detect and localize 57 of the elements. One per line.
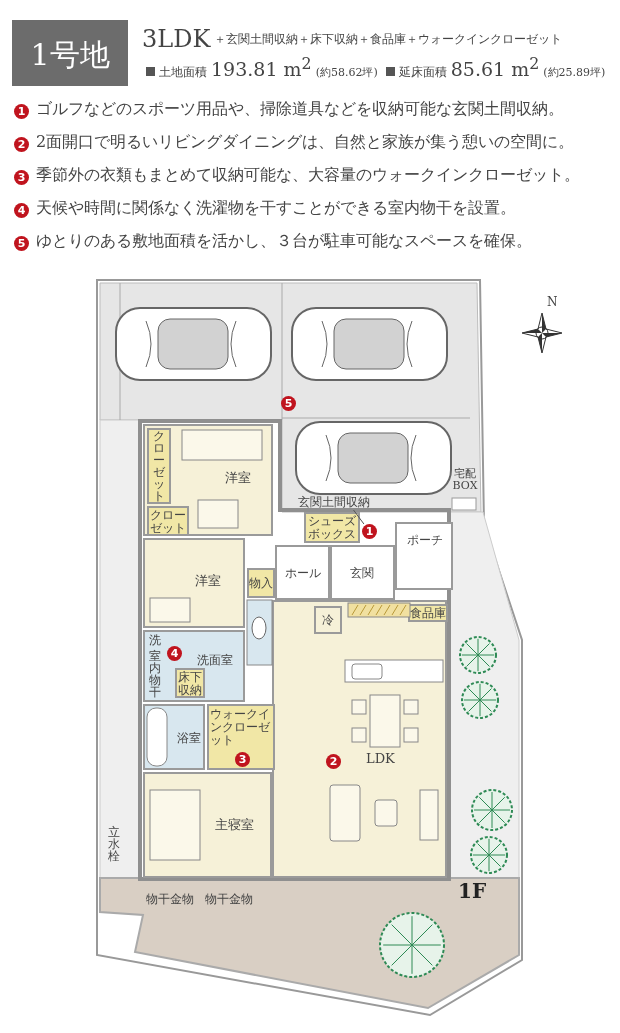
callout-number: 4 xyxy=(14,203,29,218)
callout-number: 5 xyxy=(14,236,29,251)
porch xyxy=(395,522,453,590)
area-note: (約58.62坪) xyxy=(315,65,378,81)
area-value: 193.81 m$^{2}$ xyxy=(211,54,312,81)
fixture-label: 物干金物 xyxy=(146,893,194,907)
room-label: LDK xyxy=(366,752,395,767)
floor-label: 1F xyxy=(458,880,487,902)
area-label: 土地面積 xyxy=(159,64,207,82)
room-label: シューズボックス xyxy=(308,515,357,542)
room-label: 主寝室 xyxy=(215,818,254,833)
compass-label: N xyxy=(547,296,558,310)
feature-list: ＋玄関土間収納＋床下収納＋食品庫＋ウォークインクローゼット xyxy=(214,33,562,47)
callout-text: 玄関土間収納 xyxy=(298,496,370,510)
walk-in-closet xyxy=(207,704,275,770)
faucet-label: 立水栓 xyxy=(108,826,120,862)
callout-number: 1 xyxy=(14,104,29,119)
room-label: 浴室 xyxy=(177,732,201,746)
room-label: 洗 xyxy=(149,634,161,648)
room-label: 冷 xyxy=(322,614,334,628)
room-label: 洗面室 xyxy=(197,654,233,668)
room-label: クローゼット xyxy=(153,430,165,502)
room-label: 洋室 xyxy=(225,471,251,486)
feature-text: ゴルフなどのスポーツ用品や、掃除道具などを収納可能な玄関土間収納。 xyxy=(36,100,564,118)
storage-closet xyxy=(247,568,275,598)
callout-number: 3 xyxy=(14,170,29,185)
room-label: 室内物干 xyxy=(149,650,161,698)
delivery-box-label: 宅配BOX xyxy=(451,468,479,493)
area-label: 延床面積 xyxy=(398,64,447,82)
room-label: ポーチ xyxy=(407,534,443,548)
room-label: 食品庫 xyxy=(410,607,446,621)
room-label: ウォークインクローゼット xyxy=(210,708,271,748)
callout-number: 3 xyxy=(235,752,250,767)
feature-text: 2面開口で明るいリビングダイニングは、自然と家族が集う憩いの空間に。 xyxy=(36,133,575,151)
entrance xyxy=(330,545,395,600)
fridge-space xyxy=(314,606,342,634)
feature-text: ゆとりのある敷地面積を活かし、３台が駐車可能なスペースを確保。 xyxy=(36,232,532,250)
callout-number: 2 xyxy=(326,754,341,769)
feature-text: 天候や時間に関係なく洗濯物を干すことができる室内物干を設置。 xyxy=(36,199,516,217)
closet xyxy=(147,428,171,504)
room-label: 玄関 xyxy=(350,567,374,581)
hall xyxy=(275,545,330,600)
area-note: (約25.89坪) xyxy=(543,65,606,81)
room-label: クローゼット xyxy=(150,509,187,536)
title: 1号地 xyxy=(29,36,111,74)
room-label: 床下収納 xyxy=(178,671,203,698)
callout-number: 4 xyxy=(167,646,182,661)
washroom xyxy=(143,630,245,702)
area-value: 85.61 m$^{2}$ xyxy=(450,54,540,81)
callout-number: 2 xyxy=(14,137,29,152)
fixture-label: 物干金物 xyxy=(205,893,253,907)
room-label: 洋室 xyxy=(195,574,221,589)
room-label: 物入 xyxy=(249,577,273,591)
room-label: ホール xyxy=(285,567,321,581)
feature-text: 季節外の衣類もまとめて収納可能な、大容量のウォークインクローゼット。 xyxy=(36,166,580,184)
leader-line xyxy=(353,509,365,525)
room-type: 3LDK xyxy=(142,26,211,53)
